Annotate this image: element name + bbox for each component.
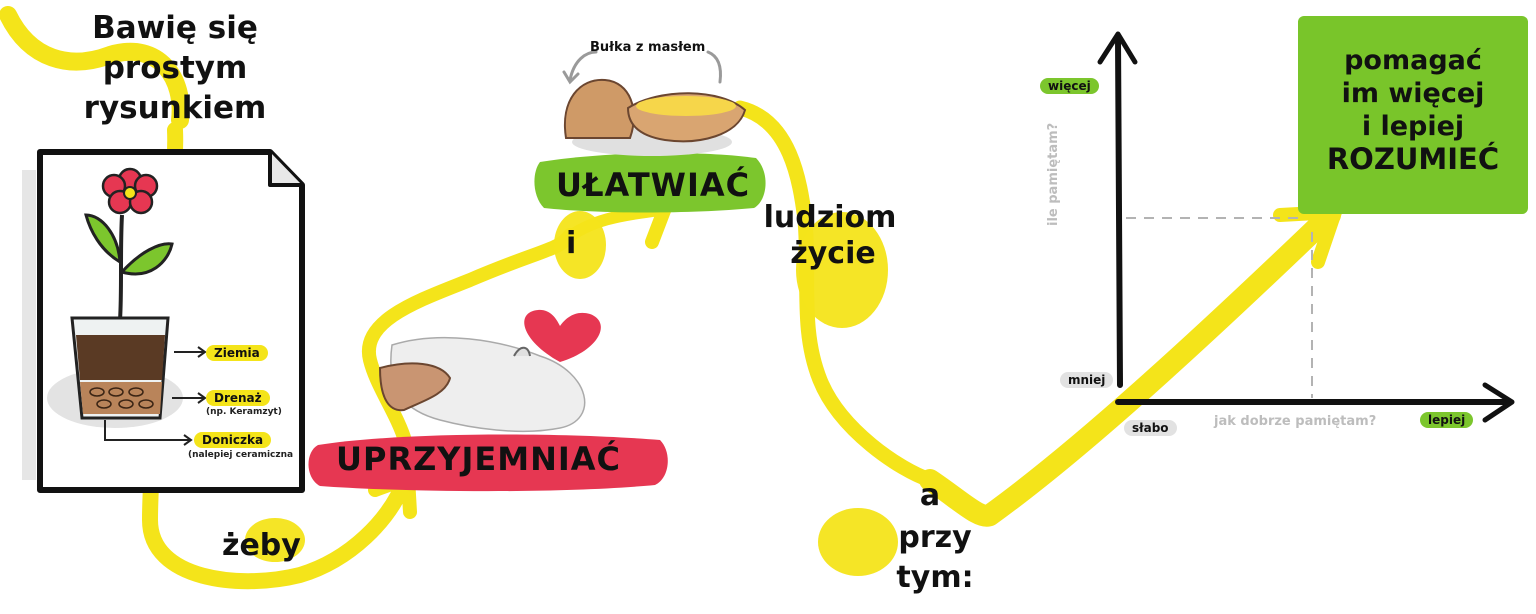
word-ulatwiac: UŁATWIAĆ <box>556 166 751 204</box>
x-axis-low-label: słabo <box>1124 420 1177 436</box>
word-zeby: żeby <box>222 528 301 563</box>
yellow-loops <box>245 211 898 576</box>
result-line-2: im więcej <box>1341 78 1485 109</box>
label-soil: Ziemia <box>206 345 268 361</box>
x-axis-title: jak dobrze pamiętam? <box>1214 414 1377 429</box>
green-brush-banner <box>534 153 766 213</box>
word-uprzyjemniac: UPRZYJEMNIAĆ <box>336 440 621 478</box>
y-axis-high-label: więcej <box>1040 78 1099 94</box>
result-box-text: pomagać im więcej i lepiej ROZUMIEĆ <box>1298 44 1528 176</box>
memory-chart-axes <box>1097 31 1515 423</box>
hand-petting-cat-illustration <box>378 336 586 433</box>
bread-with-butter-illustration <box>562 50 747 156</box>
title-line-3: rysunkiem <box>83 90 267 126</box>
word-tym: tym: <box>896 560 974 595</box>
word-przy: przy <box>898 520 972 555</box>
word-ludziom: ludziom <box>763 200 897 235</box>
x-axis-high-label: lepiej <box>1420 412 1474 428</box>
title-line-1: Bawię się <box>92 10 258 46</box>
title: Bawię się prostym rysunkiem <box>60 8 290 128</box>
chart-dashed-guides <box>1126 217 1313 398</box>
y-axis-title: ile pamiętam? <box>1046 122 1061 226</box>
word-i: i <box>566 226 577 261</box>
label-pot-note: (nalepiej ceramiczna <box>188 450 294 460</box>
word-zycie: życie <box>790 236 876 271</box>
word-a: a <box>919 478 941 513</box>
result-strong: ROZUMIEĆ <box>1326 142 1500 176</box>
label-pot: Doniczka <box>194 432 272 448</box>
label-drainage-note: (np. Keramzyt) <box>206 407 282 417</box>
heart-icon <box>524 309 601 362</box>
red-brush-banner <box>308 434 668 492</box>
y-axis-low-label: mniej <box>1060 372 1114 388</box>
result-box <box>1298 16 1528 214</box>
title-line-2: prostym <box>102 50 248 86</box>
bread-caption: Bułka z masłem <box>590 40 706 55</box>
potted-plant-illustration <box>47 167 207 446</box>
result-line-3: i lepiej <box>1361 111 1465 142</box>
result-line-1: pomagać <box>1344 45 1482 76</box>
label-drainage: Drenaż <box>206 390 270 406</box>
